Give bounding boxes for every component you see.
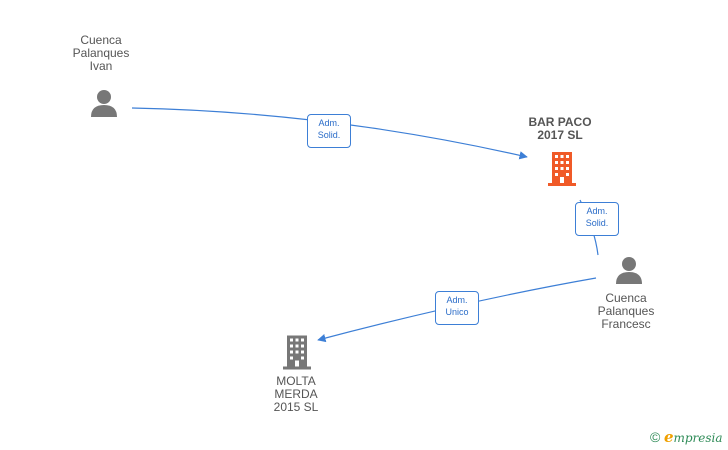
brand-initial: e: [663, 428, 674, 446]
node-label-line: Palanques: [597, 304, 655, 318]
node-label-line: Cuenca: [80, 33, 122, 47]
edge-label-ivan-to-bar-paco[interactable]: Adm. Solid.: [307, 114, 351, 148]
person-icon[interactable]: [614, 255, 644, 285]
edge-label-line: Adm.: [446, 295, 468, 305]
node-label-line: Francesc: [601, 317, 651, 331]
company-node-label-molta-merda[interactable]: MOLTA MERDA 2015 SL: [241, 375, 351, 414]
person-node-label-ivan[interactable]: Cuenca Palanques Ivan: [46, 34, 156, 73]
node-label-line: MERDA: [274, 387, 318, 401]
person-icon[interactable]: [89, 88, 119, 118]
edge-label-francesc-to-bar-paco[interactable]: Adm. Solid.: [575, 202, 619, 236]
edge-label-line: Solid.: [585, 218, 609, 228]
node-label-line: Cuenca: [605, 291, 647, 305]
building-icon[interactable]: [546, 151, 578, 186]
brand-name: mpresia: [673, 431, 723, 445]
node-label-line: MOLTA: [276, 374, 316, 388]
node-label-line: Palanques: [72, 46, 130, 60]
edge-label-line: Solid.: [317, 130, 341, 140]
node-label-line: Ivan: [89, 59, 113, 73]
node-label-line: 2015 SL: [273, 400, 319, 414]
node-label-line: 2017 SL: [537, 128, 583, 142]
edge-label-line: Unico: [445, 307, 469, 317]
node-label-line: BAR PACO: [528, 115, 592, 129]
company-node-label-bar-paco[interactable]: BAR PACO 2017 SL: [505, 116, 615, 142]
edge-label-francesc-to-molta-merda[interactable]: Adm. Unico: [435, 291, 479, 325]
person-node-label-francesc[interactable]: Cuenca Palanques Francesc: [571, 292, 681, 331]
building-icon[interactable]: [281, 334, 313, 370]
copyright-symbol: ©: [650, 429, 661, 445]
empresia-logo: © empresia: [650, 428, 723, 446]
edge-label-line: Adm.: [586, 206, 608, 216]
edge-label-line: Adm.: [318, 118, 340, 128]
